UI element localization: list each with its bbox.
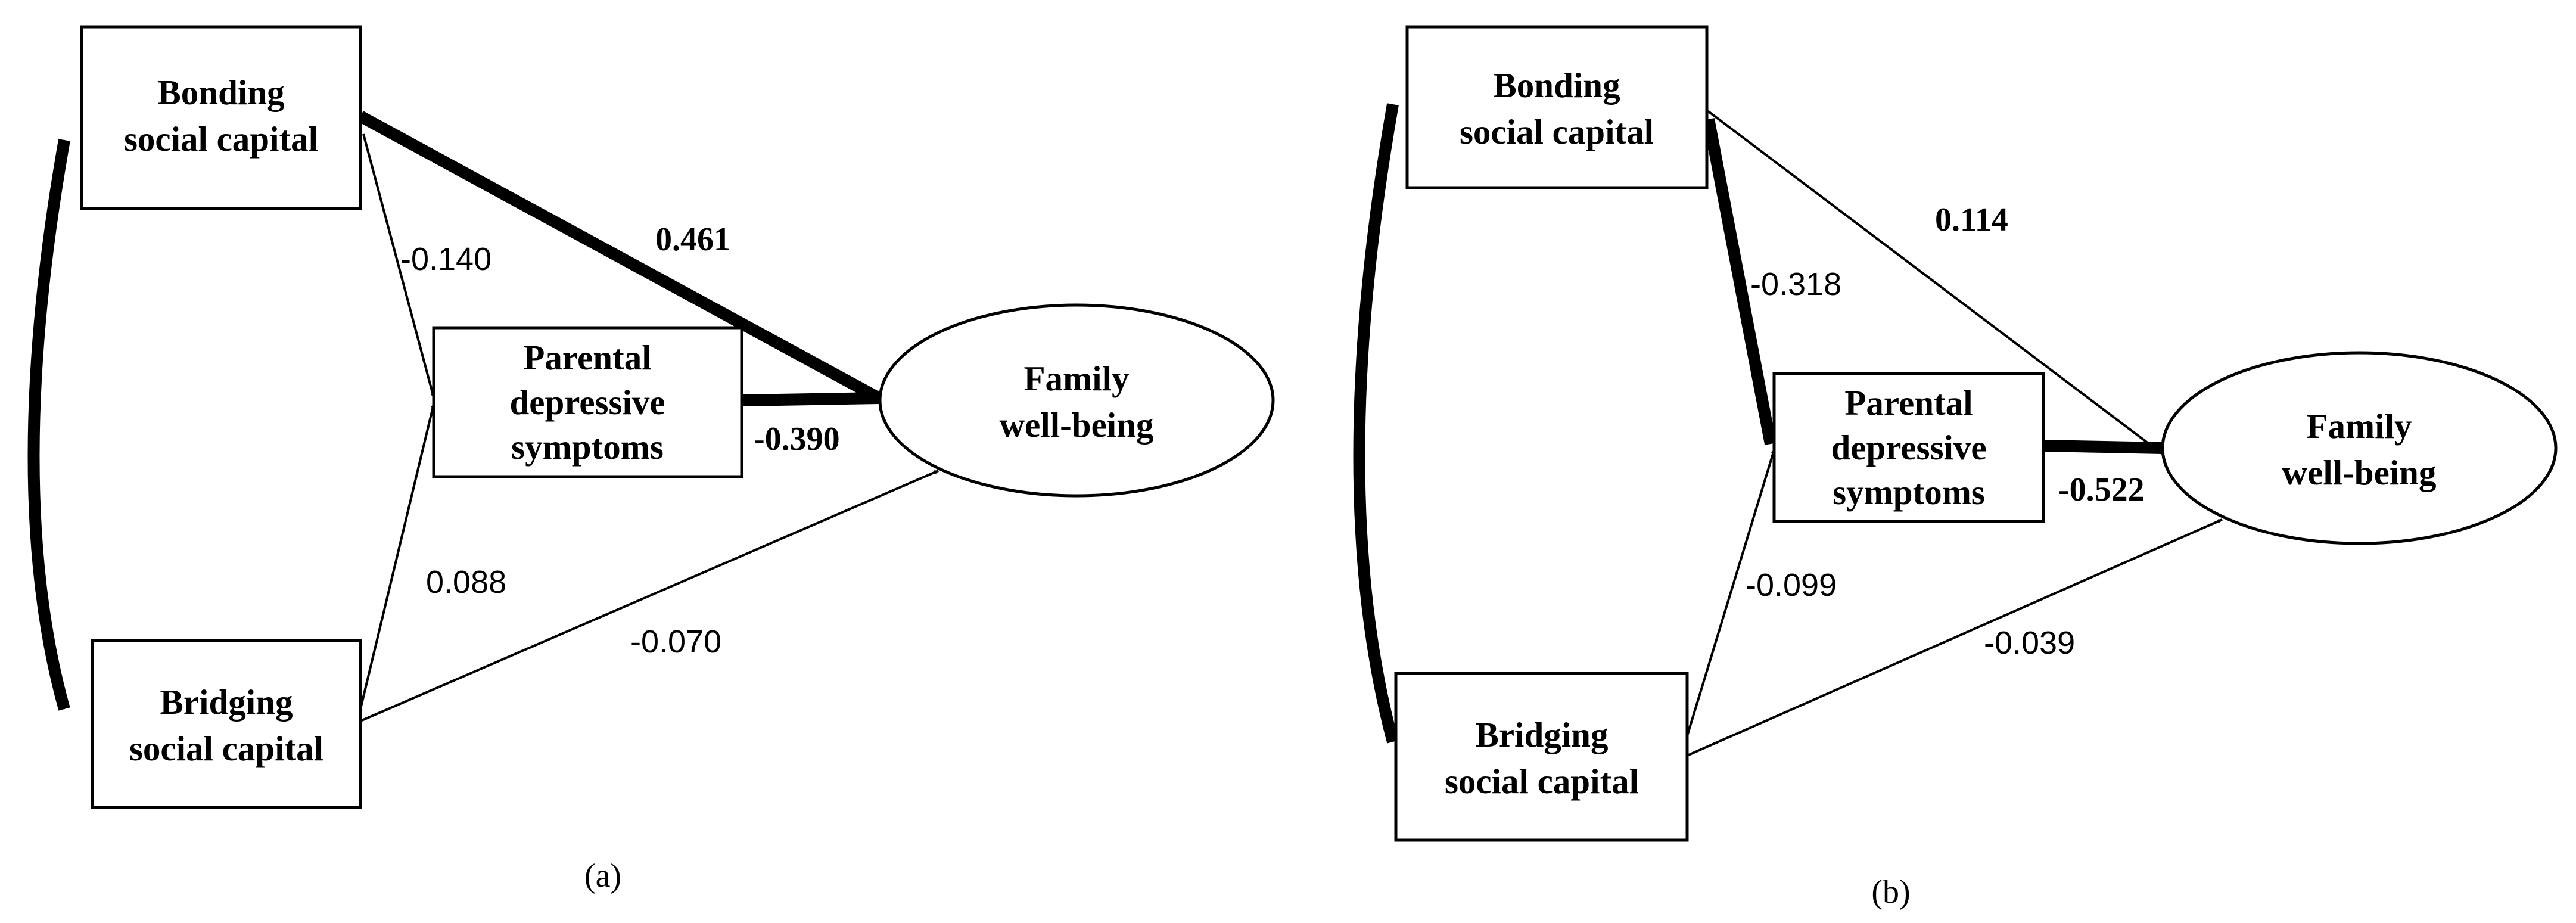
svg-text:Bridging: Bridging	[1476, 715, 1609, 754]
node-parental-b: Parental depressive symptoms	[1772, 372, 2045, 523]
path-bonding-to-parental	[362, 133, 435, 398]
svg-text:Bridging: Bridging	[160, 682, 293, 722]
svg-text:social capital: social capital	[124, 119, 318, 159]
path-bridging-to-parental-b	[1686, 449, 1775, 736]
svg-text:symptoms: symptoms	[511, 427, 664, 467]
node-family-a: Family well-being	[878, 303, 1275, 498]
node-bonding-a: Bonding social capital	[80, 25, 362, 210]
panel-label-b: (b)	[1871, 874, 1910, 910]
svg-text:depressive: depressive	[1831, 428, 1986, 467]
svg-text:social capital: social capital	[129, 729, 323, 768]
coef-bonding-to-family-b: 0.114	[1935, 201, 2008, 238]
path-bridging-to-parental	[359, 403, 435, 710]
path-bonding-to-parental-b	[1703, 118, 1777, 445]
coef-bridging-to-parental-a: 0.088	[426, 564, 506, 600]
svg-text:social capital: social capital	[1460, 112, 1654, 151]
node-parental-a: Parental depressive symptoms	[432, 326, 743, 478]
svg-text:Family: Family	[1024, 359, 1130, 398]
coef-bonding-to-parental-b: -0.318	[1750, 266, 1841, 302]
svg-text:well-being: well-being	[2282, 453, 2437, 492]
panel-label-a: (a)	[584, 857, 621, 894]
path-parental-to-family-b	[2043, 440, 2163, 454]
node-family-b: Family well-being	[2161, 351, 2558, 545]
svg-text:symptoms: symptoms	[1833, 473, 1985, 512]
svg-text:depressive: depressive	[509, 383, 665, 422]
coef-bonding-to-family-a: 0.461	[655, 221, 730, 258]
svg-text:Bonding: Bonding	[1493, 66, 1620, 105]
svg-text:social capital: social capital	[1445, 762, 1639, 801]
panel-a: Bonding social capital Bridging social c…	[27, 25, 1275, 894]
svg-text:Parental: Parental	[523, 338, 651, 377]
path-bridging-to-family	[360, 470, 939, 722]
coef-bridging-to-family-a: -0.070	[630, 624, 721, 660]
panel-b: Bonding social capital Bridging social c…	[1353, 25, 2558, 910]
node-bonding-b: Bonding social capital	[1405, 25, 1709, 189]
coef-bonding-to-parental-a: -0.140	[400, 241, 491, 277]
path-bridging-to-family-b	[1687, 518, 2223, 757]
coef-parental-to-family-a: -0.390	[754, 421, 840, 458]
svg-text:well-being: well-being	[1000, 405, 1154, 445]
path-bonding-to-family-b	[1706, 109, 2164, 455]
path-bonding-to-family	[357, 111, 882, 403]
node-bridging-b: Bridging social capital	[1394, 672, 1689, 842]
path-parental-to-family	[741, 392, 879, 406]
coef-parental-to-family-b: -0.522	[2058, 471, 2145, 508]
coef-bridging-to-family-b: -0.039	[1984, 625, 2075, 661]
svg-text:Family: Family	[2307, 406, 2412, 446]
path-bonding-bridging-correlation	[27, 139, 70, 711]
node-bridging-a: Bridging social capital	[91, 639, 362, 809]
path-bonding-bridging-correlation-b	[1353, 103, 1399, 744]
coef-bridging-to-parental-b: -0.099	[1746, 567, 1837, 603]
svg-text:Bonding: Bonding	[157, 73, 284, 112]
svg-text:Parental: Parental	[1844, 383, 1973, 422]
